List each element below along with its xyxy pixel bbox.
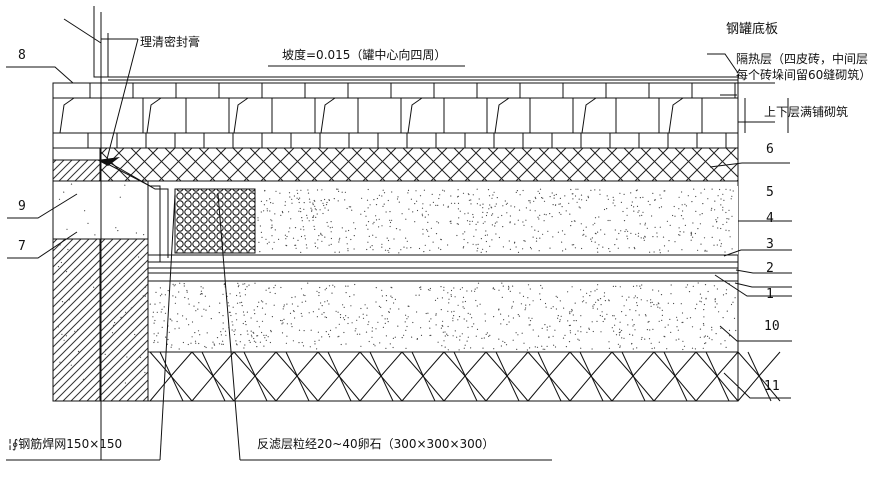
callout-11: 11	[764, 379, 780, 394]
label-filter: 反滤层粒经20~40卵石（300×300×300）	[257, 437, 495, 451]
leader-lines	[6, 18, 792, 461]
drain-lines	[99, 159, 738, 263]
callout-6: 6	[766, 142, 774, 157]
thin-layers	[148, 254, 738, 282]
layer-11-herringbone	[147, 351, 781, 402]
callout-3: 3	[766, 237, 774, 252]
brick-joints	[59, 83, 789, 148]
callout-5: 5	[766, 185, 774, 200]
filter-pebble-block	[174, 188, 256, 254]
callout-1: 1	[766, 287, 774, 302]
label-sealant: 理清密封膏	[140, 35, 201, 49]
label-slope: 坡度=0.015（罐中心向四周）	[282, 48, 447, 62]
wall-concrete-dots	[57, 183, 147, 384]
layer-10-stipple	[149, 282, 737, 351]
callout-7: 7	[18, 239, 26, 254]
layer-5-stipple	[257, 188, 734, 254]
label-steel-bottom: 钢罐底板	[726, 22, 779, 37]
callout-10: 10	[764, 319, 780, 334]
layer-5-sand	[255, 186, 738, 255]
label-mesh: ¦∮钢筋焊网150×150	[8, 437, 123, 451]
callout-9: 9	[18, 199, 26, 214]
label-insulation-2: 每个砖垛间留60缝砌筑）	[736, 68, 872, 82]
layer-6-hatch	[99, 147, 739, 182]
sealant-mark	[97, 157, 120, 166]
label-insulation-1: 隔热层（四皮砖，中间层	[736, 52, 869, 66]
label-full-bed: 上下层满铺砌筑	[764, 105, 849, 119]
callout-2: 2	[766, 261, 774, 276]
steel-plate	[93, 6, 739, 460]
callout-8: 8	[18, 48, 26, 63]
callout-4: 4	[766, 211, 774, 226]
